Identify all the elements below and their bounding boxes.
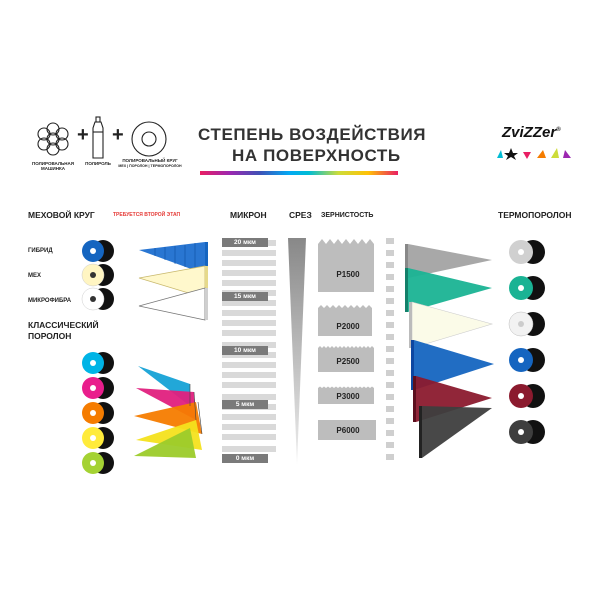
micron-label-5: 5 мкм <box>222 400 268 409</box>
fur-pad-microfiber <box>81 287 114 311</box>
grit-label-6000: P6000 <box>336 426 360 435</box>
grit-label-2000: P2000 <box>336 322 360 331</box>
classic-pads-graphic <box>82 352 114 474</box>
fur-pad-label-fur: МЕХ <box>28 273 42 279</box>
micron-label-10: 10 мкм <box>222 346 268 355</box>
thermo-pad-dark <box>509 420 545 444</box>
cut-wedge <box>288 238 306 464</box>
classic-foam-header-line1: КЛАССИЧЕСКИЙ <box>28 320 99 330</box>
fur-pad-fur <box>81 263 114 287</box>
classic-foam-header: КЛАССИЧЕСКИЙ ПОРОЛОН <box>28 320 99 342</box>
logo-shapes <box>497 146 577 160</box>
grit-ruler <box>386 238 394 460</box>
thermo-pad-green <box>509 276 545 300</box>
cut-header: СРЕЗ <box>289 210 312 220</box>
thermo-flags <box>405 244 494 458</box>
thermo-pad-burgundy <box>509 384 545 408</box>
rainbow-stripe <box>200 171 398 175</box>
thermo-header: ТЕРМОПОРОЛОН <box>498 210 572 220</box>
thermo-pads-graphic <box>508 240 545 444</box>
polishing-machine-icon <box>34 120 72 158</box>
fur-pad-note: ТРЕБУЕТСЯ ВТОРОЙ ЭТАП <box>113 212 181 218</box>
micron-label-15: 15 мкм <box>222 292 268 301</box>
classic-pad-blue <box>82 352 114 374</box>
classic-pad-green <box>82 452 114 474</box>
fur-pad-label-microfiber: МИКРОФИБРА <box>28 298 72 304</box>
grit-header: ЗЕРНИСТОСТЬ <box>321 212 374 219</box>
micron-label-0: 0 мкм <box>222 454 268 463</box>
page-title-line1: СТЕПЕНЬ ВОЗДЕЙСТВИЯ <box>198 125 427 144</box>
grit-label-2500: P2500 <box>336 357 360 366</box>
thermo-pad-blue <box>509 348 545 372</box>
thermo-pad-grey <box>509 240 545 264</box>
thermo-pad-white <box>508 311 545 337</box>
grit-sandpaper <box>318 239 376 440</box>
classic-pad-pink <box>82 377 114 399</box>
fur-pad-label-hybrid: ГИБРИД <box>28 248 53 254</box>
plus-sign: + <box>77 124 89 146</box>
polish-bottle-icon <box>90 116 106 160</box>
fur-pads-graphic <box>81 240 114 311</box>
page-title-line2: НА ПОВЕРХНОСТЬ <box>232 146 401 165</box>
logo-text: ZviZZer <box>502 124 557 141</box>
pad-subcaption: МЕХ | ПОРОЛОН | ТЕРМОПОРОЛОН <box>118 164 182 168</box>
logo-registered: ® <box>556 127 561 133</box>
classic-flags <box>134 366 203 458</box>
polish-caption: ПОЛИРОЛЬ <box>85 161 111 166</box>
fur-pad-header: МЕХОВОЙ КРУГ <box>28 210 95 220</box>
grit-label-3000: P3000 <box>336 392 360 401</box>
polishing-pad-icon <box>130 120 168 158</box>
classic-pad-yellow <box>82 427 114 449</box>
pad-caption: ПОЛИРОВАЛЬНЫЙ КРУГ <box>122 158 178 163</box>
plus-sign-2: + <box>112 124 124 146</box>
fur-pad-hybrid <box>82 240 114 262</box>
fur-flags <box>138 242 208 321</box>
grit-label-1500: P1500 <box>336 270 360 279</box>
classic-foam-header-line2: ПОРОЛОН <box>28 331 72 341</box>
brand-logo: ZviZZer® <box>502 124 561 141</box>
micron-header: МИКРОН <box>230 210 267 220</box>
micron-label-20: 20 мкм <box>222 238 268 247</box>
machine-caption: ПОЛИРОВАЛЬНАЯ МАШИНКА <box>32 161 74 171</box>
classic-pad-orange <box>82 402 114 424</box>
